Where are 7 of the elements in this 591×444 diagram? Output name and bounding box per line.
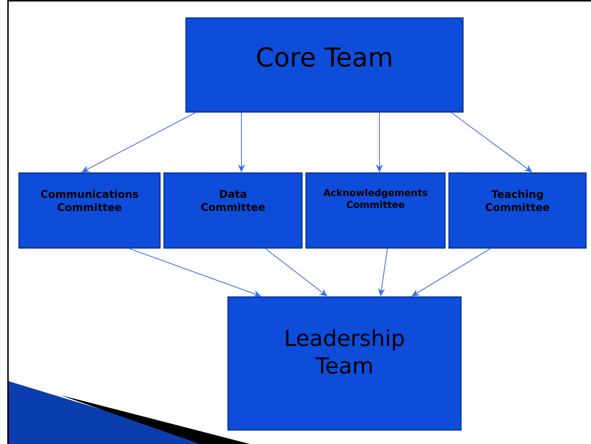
team-box: Core Team [185, 17, 464, 113]
committee-box: Data Committee [163, 172, 303, 249]
committee-box: Teaching Committee [448, 172, 587, 249]
arrow [265, 248, 328, 296]
team-box: Leadership Team [227, 296, 462, 431]
committee-box: Acknowledgements Committee [305, 172, 446, 249]
committee-box: Communications Committee [18, 172, 161, 249]
